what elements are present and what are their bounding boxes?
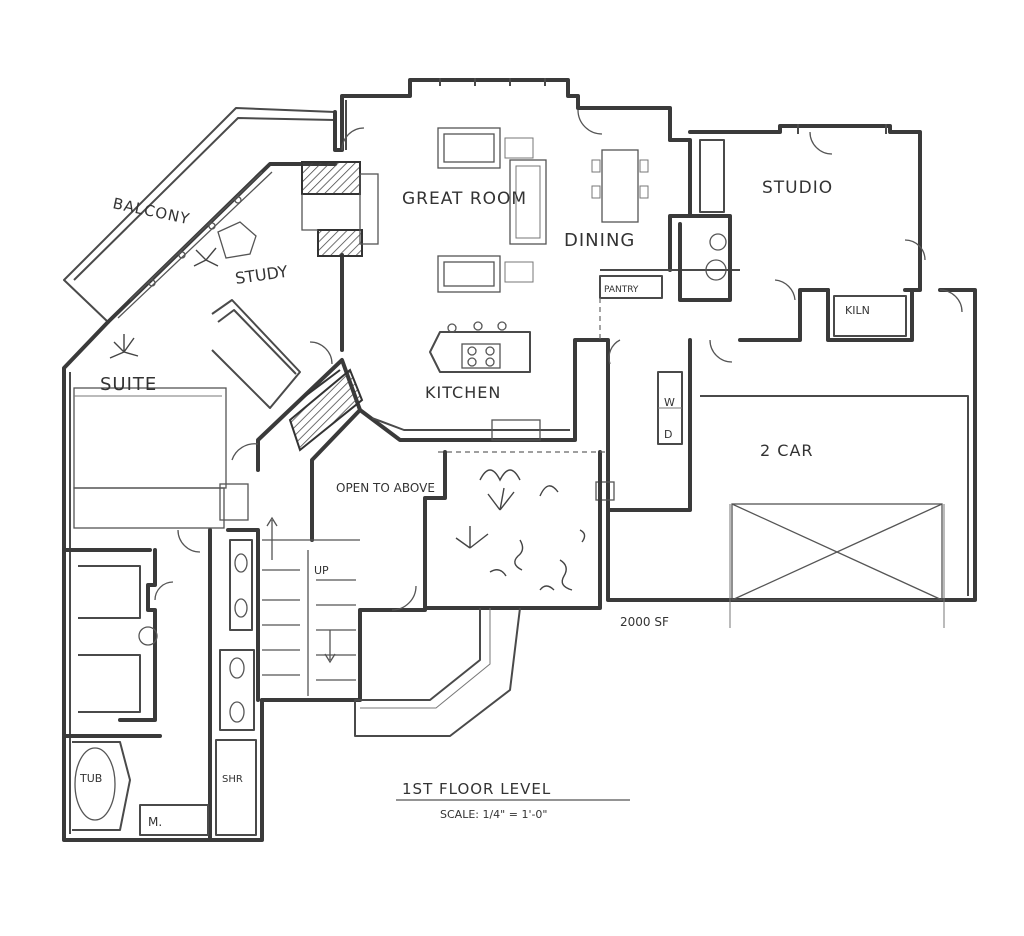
label-garage: 2 CAR (760, 441, 814, 460)
doors (154, 109, 963, 611)
label-open-to-above-text: OPEN TO ABOVE (336, 481, 435, 495)
label-suite: SUITE (100, 374, 157, 395)
balcony-outline (63, 107, 337, 324)
great-room-walls (333, 78, 740, 452)
area-note: 2000 SF (620, 615, 669, 629)
label-great-room: GREAT ROOM (402, 189, 527, 209)
plants (109, 247, 219, 359)
label-mechanical: M. (148, 815, 162, 829)
label-dryer: D (664, 428, 672, 441)
label-tub: TUB (79, 772, 102, 785)
label-balcony: BALCONY (111, 194, 192, 228)
fireplace (301, 161, 379, 257)
label-kiln: KILN (845, 304, 870, 317)
window-marks (439, 78, 887, 134)
dining-table (591, 149, 649, 223)
label-study-bench: STUDY (234, 262, 289, 288)
stairs (256, 358, 427, 702)
label-stair-up: UP (314, 564, 329, 577)
label-dining: DINING (564, 230, 635, 251)
drawing-title: 1ST FLOOR LEVEL (402, 780, 551, 798)
left-wing-walls (62, 320, 264, 842)
kitchen-island (429, 321, 541, 441)
suite-bed (73, 387, 249, 529)
label-open-to-above: OPEN TO ABOVE (336, 481, 435, 495)
laundry (595, 371, 683, 501)
front-walk (354, 607, 521, 737)
label-kitchen: KITCHEN (425, 383, 501, 402)
pantry (599, 275, 663, 340)
studio-walls (678, 124, 922, 342)
label-pantry: PANTRY (604, 285, 639, 295)
study-furniture (129, 171, 301, 409)
garage (606, 288, 977, 628)
label-washer: W (664, 396, 675, 409)
living-furniture (437, 127, 547, 293)
label-shower: SHR (222, 774, 243, 785)
label-studio: STUDIO (762, 178, 833, 198)
atrium-walls (423, 450, 608, 610)
bath-fixtures (74, 539, 255, 821)
drawing-scale: SCALE: 1/4" = 1'-0" (440, 808, 548, 821)
